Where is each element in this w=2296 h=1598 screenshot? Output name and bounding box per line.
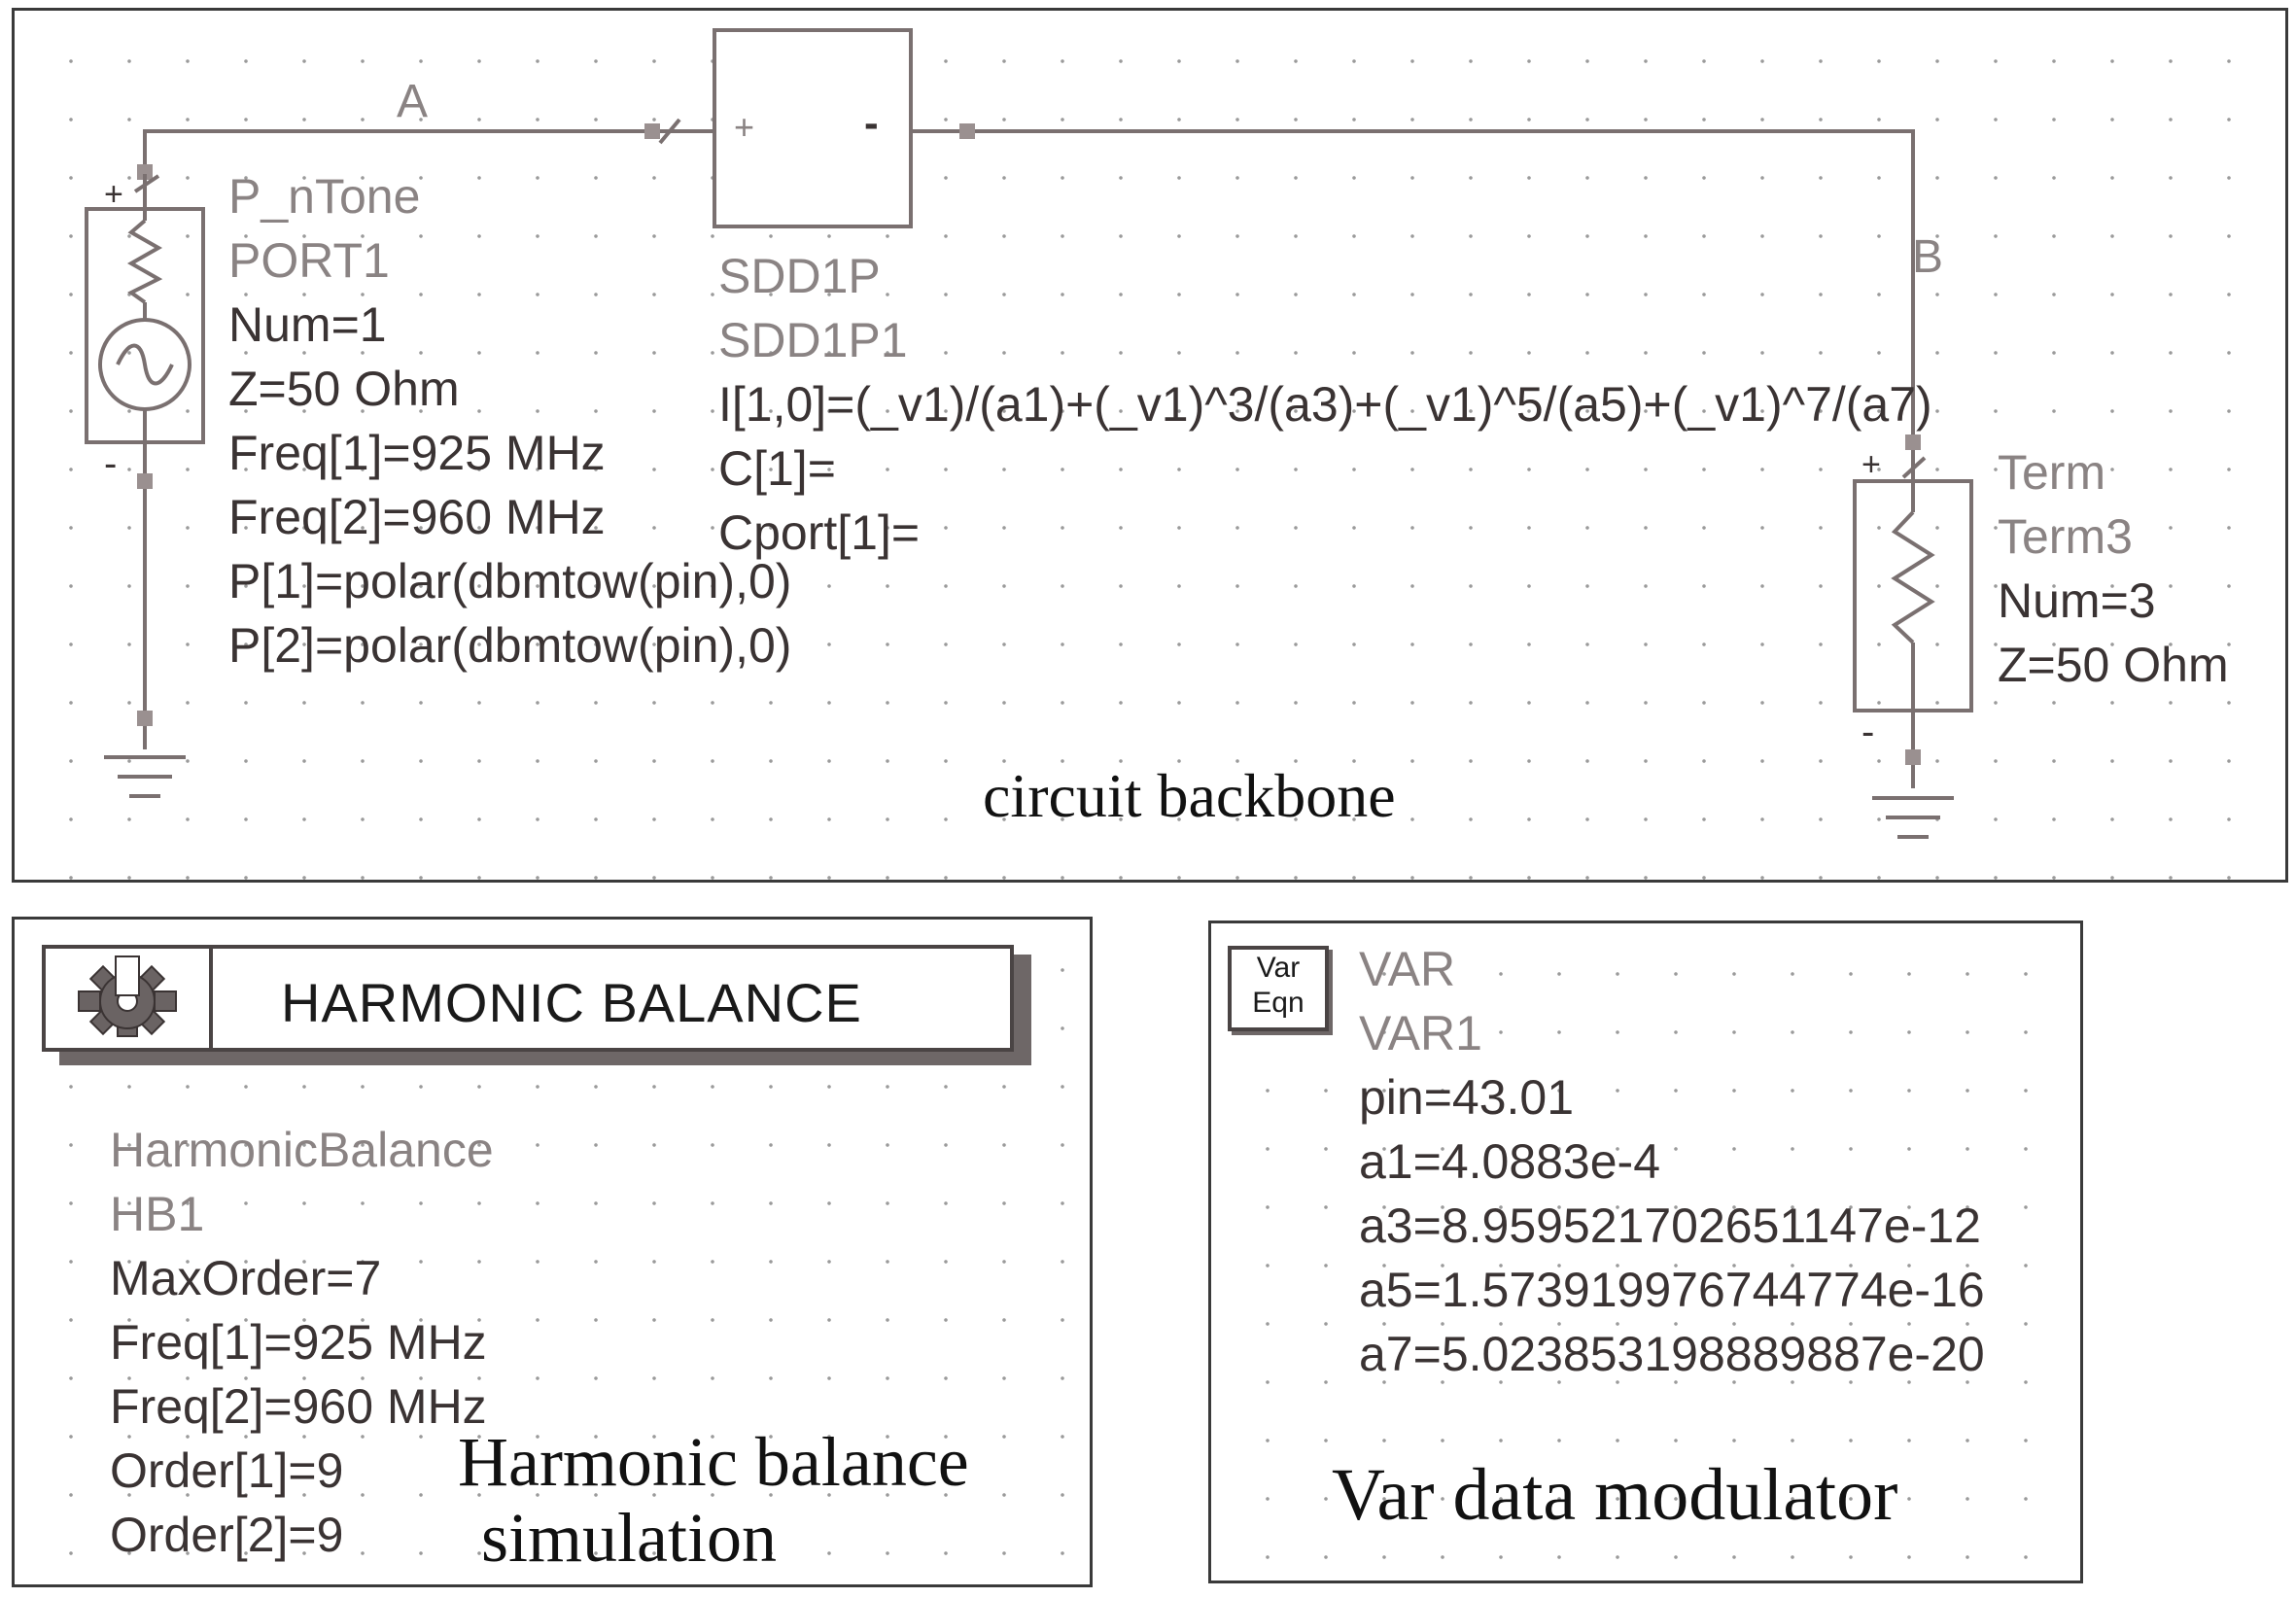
term-param: Num=3 (1998, 573, 2156, 628)
port-param: P[1]=polar(dbmtow(pin),0) (228, 554, 792, 608)
sdd-param: C[1]= (718, 441, 836, 496)
var-param: pin=43.01 (1359, 1070, 1575, 1125)
schematic-wires (85, 28, 1973, 839)
var-type: VAR (1359, 942, 1456, 996)
sdd-type: SDD1P (718, 249, 881, 303)
hb-banner: HARMONIC BALANCE (42, 945, 1014, 1052)
term-param: Z=50 Ohm (1998, 638, 2229, 692)
var-param: a1=4.0883e-4 (1359, 1134, 1661, 1189)
sdd-block-symbol (713, 28, 913, 228)
term-resistor-symbol (1853, 450, 1973, 712)
port-plus-sign: + (104, 176, 123, 213)
hb-banner-title: HARMONIC BALANCE (281, 972, 862, 1033)
term-minus-sign: - (1861, 711, 1875, 753)
sdd-current-equation: I[1,0]=(_v1)/(a1)+(_v1)^3/(a3)+(_v1)^5/(… (718, 377, 1932, 432)
hb-param: Freq[1]=925 MHz (110, 1315, 487, 1370)
hb-param: Freq[2]=960 MHz (110, 1379, 487, 1434)
var-param: a7=5.023853198889887e-20 (1359, 1327, 1985, 1381)
harmonic-balance-panel: HARMONIC BALANCE HarmonicBalance HB1 Max… (12, 917, 1093, 1587)
hb-caption-line2: simulation (481, 1499, 777, 1577)
port-name: PORT1 (228, 233, 390, 288)
ground-symbol-port (104, 755, 186, 798)
gear-icon (78, 955, 177, 1037)
var-param: a5=1.573919976744774e-16 (1359, 1263, 1985, 1317)
hb-param: Order[1]=9 (110, 1443, 344, 1498)
port-param: Freq[1]=925 MHz (228, 426, 606, 480)
var-name: VAR1 (1359, 1006, 1482, 1060)
node-label-b: B (1912, 231, 1944, 283)
circuit-backbone-panel: A B + - P_nTone PORT1 Num=1 Z=50 Ohm Fre… (12, 8, 2288, 883)
var-caption: Var data modulator (1332, 1454, 1898, 1536)
var-icon-line1: Var (1256, 952, 1301, 984)
hb-type: HarmonicBalance (110, 1123, 494, 1177)
circuit-caption: circuit backbone (983, 761, 1396, 830)
port-param: Z=50 Ohm (228, 362, 460, 416)
node-label-a: A (397, 76, 429, 127)
port-minus-sign: - (104, 442, 118, 485)
hb-param: Order[2]=9 (110, 1508, 344, 1562)
var-param: a3=8.959521702651147e-12 (1359, 1198, 1981, 1253)
var-icon-line2: Eqn (1252, 987, 1305, 1019)
term-plus-sign: + (1861, 446, 1881, 483)
hb-name: HB1 (110, 1187, 205, 1241)
port-param: P[2]=polar(dbmtow(pin),0) (228, 618, 792, 673)
ground-symbol-term (1872, 796, 1954, 839)
var-eqn-icon: Var Eqn (1228, 946, 1329, 1031)
port-param: Num=1 (228, 297, 387, 352)
hb-caption-line1: Harmonic balance (458, 1423, 969, 1501)
hb-icon-box (46, 949, 213, 1048)
sdd-param: Cport[1]= (718, 505, 921, 560)
sdd-minus-sign: - (864, 99, 879, 147)
port-type: P_nTone (228, 169, 421, 224)
sdd-name: SDD1P1 (718, 313, 908, 367)
hb-param: MaxOrder=7 (110, 1251, 382, 1305)
port-source-symbol (85, 174, 205, 444)
term-name: Term3 (1998, 509, 2133, 564)
port-param: Freq[2]=960 MHz (228, 490, 606, 544)
term-type: Term (1998, 445, 2106, 500)
wire-node-a (143, 129, 714, 174)
var-equation-panel: Var Eqn VAR VAR1 pin=43.01 a1=4.0883e-4 … (1208, 921, 2083, 1583)
sdd-plus-sign: + (734, 107, 755, 147)
wire-node-b (911, 129, 1915, 487)
